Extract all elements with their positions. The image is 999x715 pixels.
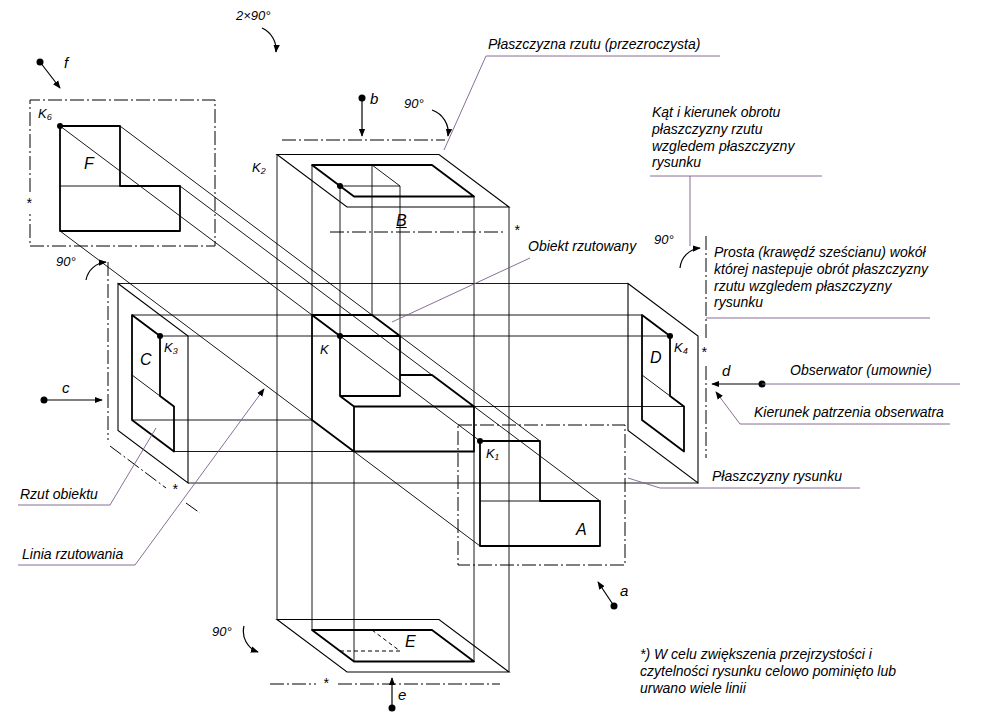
leader-arrow [135,389,264,565]
annotation: Obserwator (umownie) [790,362,932,379]
leader-arrow [716,392,740,424]
rotation-arrow [432,110,448,136]
object-edge [340,165,400,186]
object-projection [312,165,474,197]
view-letter: f [64,54,68,72]
point-marker [57,123,63,129]
annotation: Płaszczyzna rzutu (przezroczysta) [488,36,700,53]
projection-plane [277,155,509,208]
point-label: K₆ [38,106,52,122]
object-edge [132,375,160,396]
projection-plane [277,620,509,673]
projection-plane [118,284,188,484]
rotation-angle: 2×90° [236,8,270,24]
object-edge [60,186,120,187]
view-letter: e [398,686,406,704]
break-mark: * [513,222,520,239]
view-letter: c [62,379,70,397]
annotation: Płaszczyzny rysunku [712,468,842,485]
object-edge [642,375,670,396]
projected-object [312,315,474,452]
observer-dot [611,603,618,610]
rotation-angle: 90° [654,232,674,248]
view-letter: b [370,90,378,108]
point-label: K [320,342,329,358]
plane-letter: F [84,154,94,173]
plane-letter: C [140,350,152,369]
plane-letter: A [576,520,587,539]
view-arrow [361,98,362,136]
rotation-angle: 90° [212,624,232,640]
observer-dot [37,59,44,66]
point-marker [337,333,343,339]
object-projection [642,315,684,452]
view-arrow [598,582,614,606]
annotation: Kierunek patrzenia obserwatra [754,404,944,421]
projection-plane [628,284,698,484]
point-label: K₂ [252,160,266,176]
annotation: Kąt i kierunek obrotu płaszczyzny rzutu … [652,104,822,171]
object-projection [60,126,180,231]
rotation-axis [282,140,505,232]
leader-line [18,56,960,565]
view-arrow [40,62,60,88]
rotation-arrow [680,248,700,268]
projection-plane-frame [30,100,215,246]
hidden-edge [340,630,400,651]
plane-letter: E [405,632,416,651]
view-arrow [44,399,102,400]
rotation-arrow [86,262,106,280]
annotation: Linia rzutowania [22,546,123,563]
observer-dot [359,95,366,102]
plane-letter: B [396,211,407,230]
projection-plane-frame [458,425,625,565]
point-marker [477,438,483,444]
rotation-axis [270,684,500,685]
projection-line [60,126,684,662]
footnote: *) W celu zwiększenia przejrzystości i c… [640,646,940,696]
break-mark: * [322,675,329,692]
rotation-angle: 90° [56,254,76,270]
point-marker [337,183,343,189]
view-arrow [712,383,762,384]
break-mark: * [700,344,707,361]
rotation-angle: 90° [404,96,424,112]
view-letter: d [722,362,730,380]
point-marker [667,333,673,339]
annotation: Obiekt rzutowany [528,238,636,255]
object-projection [132,315,174,452]
view-arrow [391,678,392,708]
object-projection [480,441,600,546]
annotation: Prosta (krawędź sześcianu) wokół której … [714,244,929,311]
rotation-arrow [262,28,276,52]
point-label: K₄ [674,340,688,356]
plane-letter: D [650,348,662,367]
break-mark: * [25,195,32,212]
object-projection [312,630,474,662]
observer-dot [41,397,48,404]
rotation-arrow [243,626,258,652]
break-mark: * [171,481,178,498]
point-label: K₁ [486,446,499,462]
view-letter: a [620,582,628,600]
rotation-axis [108,262,200,513]
point-marker [157,333,163,339]
annotation: Rzut obiektu [20,486,98,503]
object-edge [480,501,540,502]
observer-dot [389,705,396,712]
point-label: K₃ [164,340,178,356]
